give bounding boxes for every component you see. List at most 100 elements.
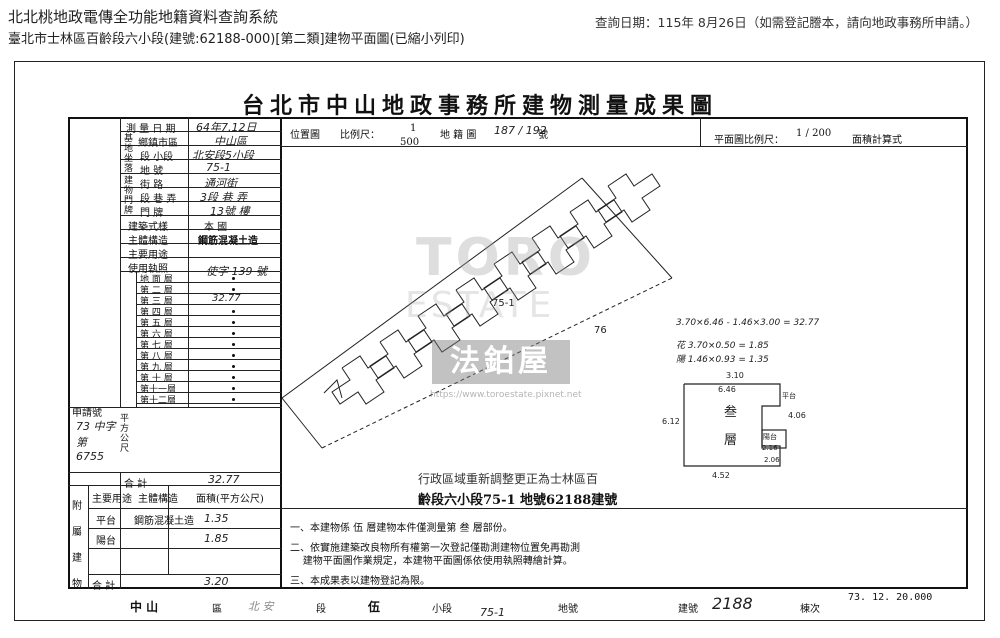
system-title: 北北桃地政電傳全功能地籍資料查詢系統 (8, 8, 279, 26)
scale-num: 1 (410, 123, 417, 134)
calc-line-2: 花 3.70×0.50 = 1.85 (676, 341, 769, 351)
floor-label: 第 七 層 (140, 341, 173, 351)
map-sheet-value: 187 / 192 (494, 124, 547, 137)
lot-value: 75-1 (206, 161, 231, 174)
map-sheet-label: 地 籍 圖 (440, 130, 477, 141)
area-calc-label: 面積計算式 (852, 135, 902, 146)
floor-dot (232, 288, 235, 291)
query-date: 查詢日期：115年 8月26日（如需登記謄本，請向地政事務所申請。） (595, 15, 978, 30)
survey-form (68, 117, 968, 589)
watermark-url: https://www.toroestate.pixnet.net (430, 390, 582, 400)
floor-plan: 3.10 6.46 6.12 4.06 4.52 2.16 2.06 叁 層 陽… (662, 371, 806, 480)
document-title: 台北市中山地政事務所建物測量成果圖 (242, 93, 719, 119)
apply-value: 73 中字第 6755 (76, 420, 116, 463)
location-label: 位置圖 (290, 130, 320, 141)
survey-date-label: 測 量 日 期 (126, 124, 176, 135)
stamp-line-1: 行政區域重新調整更正為士林區百 (418, 472, 599, 486)
balcony-label: 陽台 (763, 432, 777, 441)
floor-dot (232, 321, 235, 324)
building-block (483, 251, 547, 301)
note-3: 三、本成果表以建物登記為限。 (290, 576, 430, 587)
watermark-logo: TORO (416, 228, 596, 288)
plan-scale-label: 平面圖比例尺： (714, 135, 784, 146)
structure-label: 主體構造 (128, 236, 168, 247)
attach-header-struct: 主體構造 (138, 494, 178, 505)
left-data-table (68, 117, 282, 589)
attach-area: 1.35 (204, 512, 229, 525)
floor-dot (232, 343, 235, 346)
permit-value: 使字 139 號 (206, 265, 267, 278)
document-frame (14, 61, 985, 621)
lot-num-label: 75-1 (492, 298, 515, 309)
building-block (369, 329, 433, 379)
watermark-estate: ESTATE (405, 285, 555, 326)
scale-den: 500 (400, 137, 420, 148)
lot-num-label-2: 76 (594, 325, 607, 336)
stamp-line-2: 齡段六小段75-1 地號62188建號 (418, 493, 618, 508)
svg-text:3.10: 3.10 (726, 371, 744, 380)
room-label-1: 叁 (724, 404, 737, 420)
attach-use: 平台 (96, 516, 116, 527)
lane-value: 3段 巷 弄 (200, 191, 247, 204)
scale-label: 比例尺： (340, 130, 380, 141)
floor-dot (232, 277, 235, 280)
style-label: 建築式樣 (128, 222, 168, 233)
floor-dot (232, 365, 235, 368)
attach-total-label: 合 計 (92, 581, 116, 592)
floor-dot (232, 310, 235, 313)
svg-text:2.06: 2.06 (764, 456, 780, 464)
floor-label: 第 二 層 (140, 286, 173, 296)
lot-label: 地 號 (140, 166, 164, 177)
floor-label: 第 十 層 (140, 374, 173, 384)
attach-header-area: 面積(平方公尺) (196, 494, 264, 505)
building-block (445, 277, 509, 327)
floor-label: 第十一層 (140, 385, 177, 395)
floor-label: 第 六 層 (140, 330, 173, 340)
district-value: 中山區 (214, 135, 247, 148)
attach-total-value: 3.20 (204, 575, 229, 588)
total-value: 32.77 (208, 473, 240, 486)
side-label: 平台 (782, 391, 796, 400)
building-block (331, 355, 395, 405)
floor-dot (232, 376, 235, 379)
floor-label: 第 五 層 (140, 319, 173, 329)
total-label: 合 計 (124, 479, 148, 490)
survey-date-value: 64年7.12日 (196, 121, 257, 134)
street-label: 街 路 (140, 180, 164, 191)
note-1: 一、本建物係 伍 層建物本件僅測量第 叁 層部份。 (290, 523, 513, 534)
calc-line-1: 3.70×6.46 - 1.46×3.00 = 32.77 (676, 318, 820, 328)
door-value: 13號 樓 (210, 205, 250, 218)
district-label: 鄉鎮市區 (138, 138, 178, 149)
building-block (521, 225, 585, 275)
floor-label: 地 面 層 (140, 275, 173, 285)
structure-value: 鋼筋混凝土造 (198, 236, 258, 247)
building-block (407, 303, 471, 353)
land-group-label: 基地坐落 (124, 134, 134, 174)
door-label: 門 牌 (140, 208, 164, 219)
room-label-2: 層 (724, 433, 737, 448)
svg-text:6.12: 6.12 (662, 417, 680, 426)
note-2: 二、依實施建築改良物所有權第一次登記僅勘測建物位置免再勘測 建物平面圖作業規定，… (290, 543, 580, 567)
floor-dot (232, 398, 235, 401)
floor-dot (232, 387, 235, 390)
door-group-label: 建物門牌 (124, 176, 134, 216)
plan-scale-value: 1 / 200 (796, 128, 832, 139)
watermark-badge: 法鉑屋 (432, 340, 570, 384)
number-label: 號 (538, 130, 548, 141)
building-block (559, 199, 623, 249)
floor-label: 第 四 層 (140, 308, 173, 318)
floor-label: 第 三 層 (140, 297, 173, 307)
calc-line-3: 陽 1.46×0.93 = 1.35 (676, 355, 769, 365)
svg-text:6.46: 6.46 (718, 385, 736, 394)
attach-group-label: 附屬建物 (72, 501, 82, 590)
floor-label: 第十二層 (140, 396, 177, 406)
svg-text:2.16: 2.16 (762, 444, 778, 452)
svg-text:4.52: 4.52 (712, 471, 730, 480)
floor-dot (232, 332, 235, 335)
floor-label: 第 八 層 (140, 352, 173, 362)
section-value: 北安段5小段 (192, 149, 254, 162)
style-value: 本 國 (204, 222, 228, 233)
attach-header-use: 主要用途 (92, 494, 132, 505)
building-blocks (331, 173, 661, 405)
apply-label: 申請號 (72, 408, 102, 419)
